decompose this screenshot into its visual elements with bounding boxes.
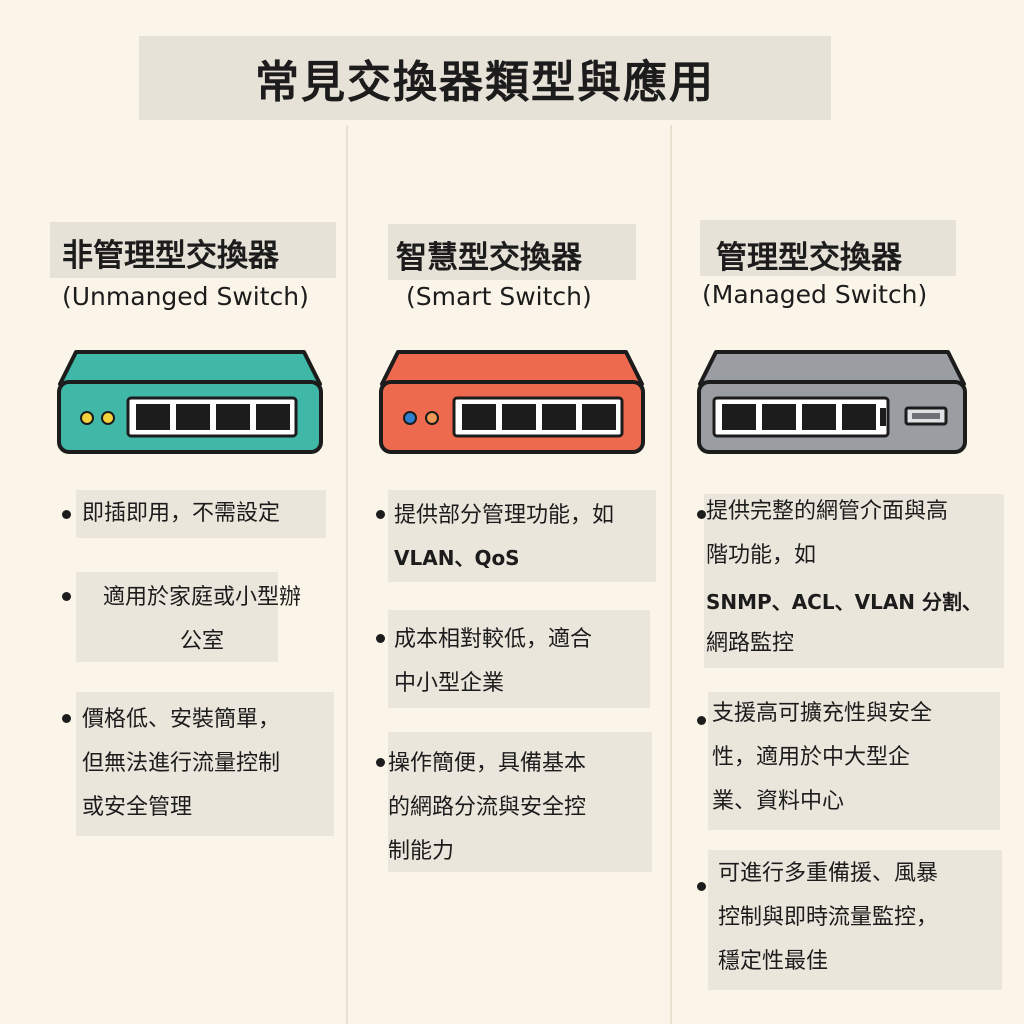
bullet-box	[708, 850, 1002, 990]
bullet-text: 適用於家庭或小型辦 公室	[102, 585, 301, 654]
bullet-text: 即插即用，不需設定	[82, 501, 281, 526]
bullet-dot	[697, 510, 706, 519]
smart-switch-icon	[379, 350, 645, 454]
bullet-dot	[697, 716, 706, 725]
bullet-box	[708, 692, 1000, 830]
managed-switch-icon	[697, 350, 967, 454]
bullet-dot	[697, 882, 706, 891]
bullet-text-bold: VLAN、QoS	[394, 546, 520, 570]
column-subheading-managed: (Managed Switch)	[702, 280, 928, 309]
column-heading-unmanaged: 非管理型交換器	[62, 238, 279, 274]
bullet-dot	[376, 758, 385, 767]
bullet-text: 價格低、安裝簡單， 但無法進行流量控制 或安全管理	[82, 707, 281, 820]
bullet-dot	[62, 510, 71, 519]
unmanaged-switch-icon	[57, 350, 323, 454]
column-heading-smart: 智慧型交換器	[396, 240, 582, 276]
bullet-box	[388, 490, 656, 582]
title-banner: 常見交換器類型與應用	[139, 36, 831, 120]
column-heading-managed: 管理型交換器	[716, 240, 902, 276]
bullet-text-bold: SNMP、ACL、VLAN 分割、	[706, 590, 983, 614]
bullet-text: 操作簡便，具備基本 的網路分流與安全控 制能力	[388, 751, 587, 864]
column-subheading-unmanaged: (Unmanged Switch)	[62, 282, 309, 311]
heading-highlight	[700, 220, 956, 276]
bullet-box	[388, 610, 650, 708]
bullet-dot	[62, 714, 71, 723]
column-divider-left	[346, 125, 348, 1024]
page-title: 常見交換器類型與應用	[255, 57, 715, 108]
bullet-dot	[376, 634, 385, 643]
bullet-box	[388, 732, 652, 872]
column-subheading-smart: (Smart Switch)	[406, 282, 592, 311]
bullet-text: 可進行多重備援、風暴 控制與即時流量監控， 穩定性最佳	[718, 861, 939, 974]
column-divider-right	[670, 125, 672, 1024]
bullet-dot	[62, 592, 71, 601]
heading-highlight	[388, 224, 636, 280]
bullet-text: 網路監控	[706, 631, 795, 656]
heading-highlight	[50, 222, 336, 278]
bullet-box	[704, 494, 1004, 668]
bullet-box	[76, 692, 334, 836]
bullet-box	[76, 490, 326, 538]
bullet-text: 支援高可擴充性與安全 性，適用於中大型企 業、資料中心	[712, 701, 933, 814]
bullet-dot	[376, 510, 385, 519]
bullet-text: 提供部分管理功能，如	[394, 503, 615, 528]
bullet-text: 成本相對較低，適合 中小型企業	[394, 627, 593, 696]
bullet-text: 提供完整的網管介面與高 階功能，如	[706, 499, 949, 568]
bullet-box	[76, 572, 278, 662]
